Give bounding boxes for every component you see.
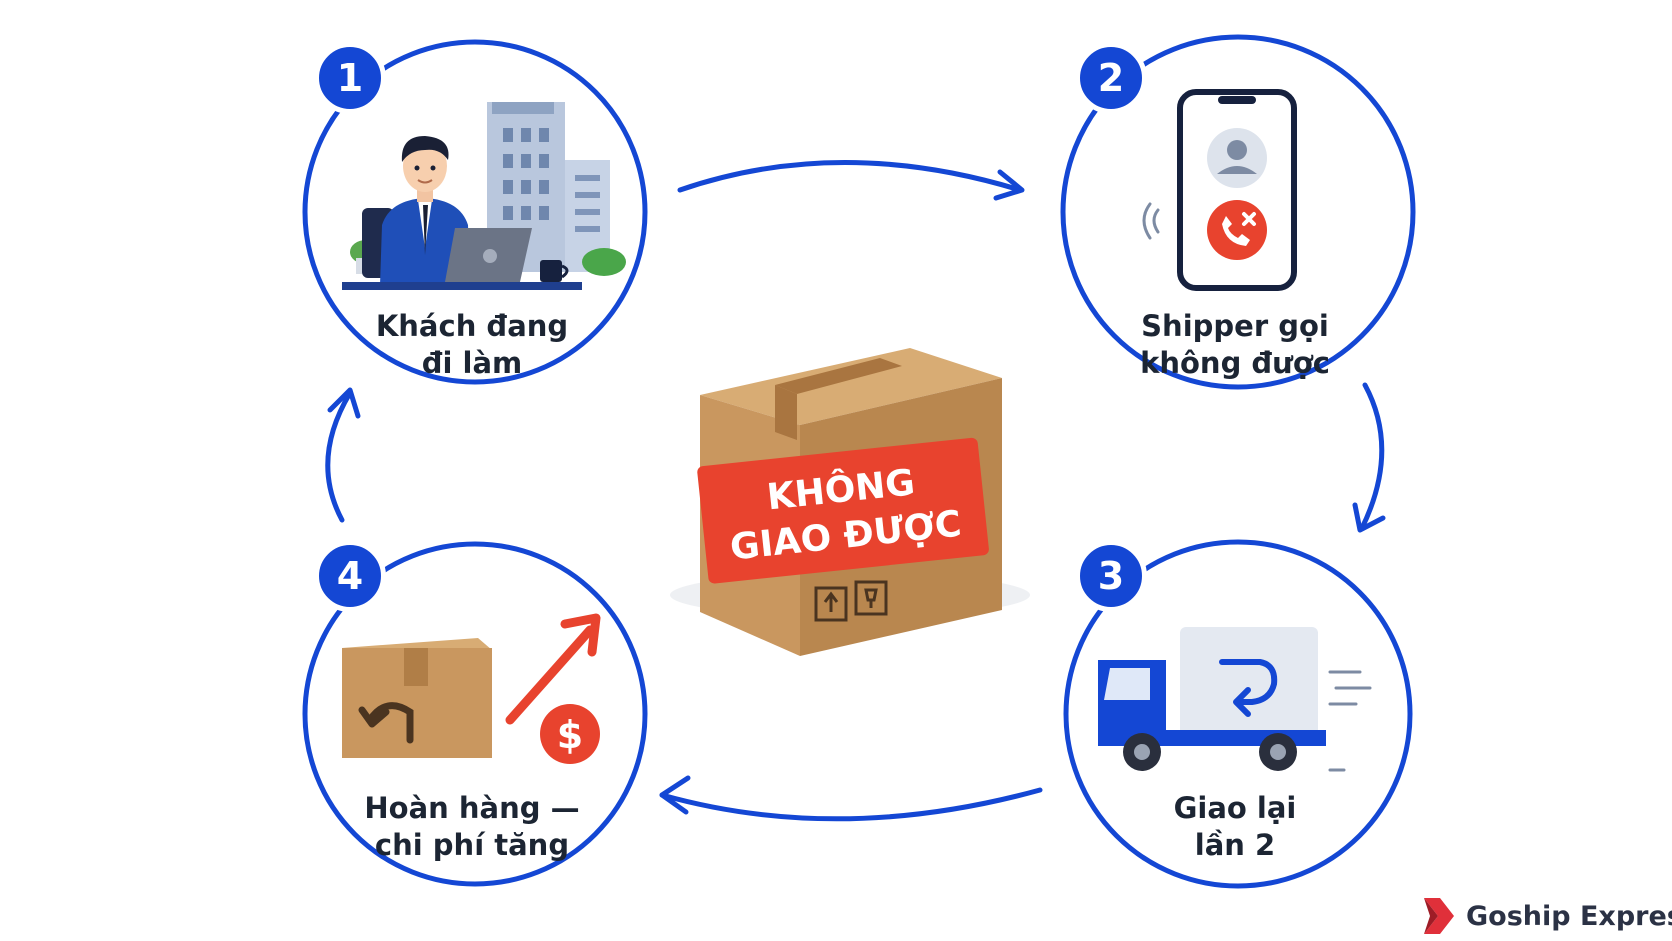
- step-1-label-line-1: Khách đang: [375, 309, 569, 343]
- redelivery-truck-icon: [1098, 627, 1372, 772]
- missed-call-phone-icon: [1142, 89, 1297, 291]
- step-2-circle: [1060, 34, 1416, 390]
- step-2-label: Shipper gọi không được: [1085, 308, 1385, 382]
- step-1-circle: [302, 39, 648, 385]
- arrow-3-to-4: [659, 775, 1043, 822]
- svg-text:$: $: [557, 713, 583, 757]
- step-3-circle: [1063, 539, 1413, 889]
- step-2-label-line-2: không được: [1140, 346, 1330, 380]
- step-3-label-line-2: lần 2: [1194, 828, 1276, 862]
- step-1-label-line-2: đi làm: [421, 346, 523, 380]
- not-delivered-stamp: KHÔNG GIAO ĐƯỢC: [697, 437, 989, 584]
- arrow-2-to-3: [1352, 382, 1386, 533]
- step-4-label-line-1: Hoàn hàng —: [364, 791, 580, 825]
- step-4-circle: [302, 541, 648, 887]
- step-3-badge: 3: [1075, 540, 1147, 612]
- step-4-badge: 4: [314, 540, 386, 612]
- arrow-4-to-1: [325, 387, 361, 523]
- chevron-logo-icon: [1424, 898, 1454, 934]
- step-3-label: Giao lại lần 2: [1085, 790, 1385, 864]
- brand-name: Goship Express: [1466, 900, 1672, 932]
- arrow-1-to-2: [677, 160, 1025, 201]
- step-2-badge: 2: [1075, 42, 1147, 114]
- brand-logo: Goship Express: [1422, 896, 1672, 936]
- step-1-badge: 1: [314, 42, 386, 114]
- return-package-cost-icon: $: [342, 613, 601, 764]
- step-4-label-line-2: chi phí tăng: [374, 828, 570, 862]
- step-4-label: Hoàn hàng — chi phí tăng: [322, 790, 622, 864]
- step-2-label-line-1: Shipper gọi: [1141, 309, 1329, 343]
- step-1-label: Khách đang đi làm: [322, 308, 622, 382]
- step-3-label-line-1: Giao lại: [1173, 791, 1297, 825]
- office-worker-icon: [342, 102, 626, 290]
